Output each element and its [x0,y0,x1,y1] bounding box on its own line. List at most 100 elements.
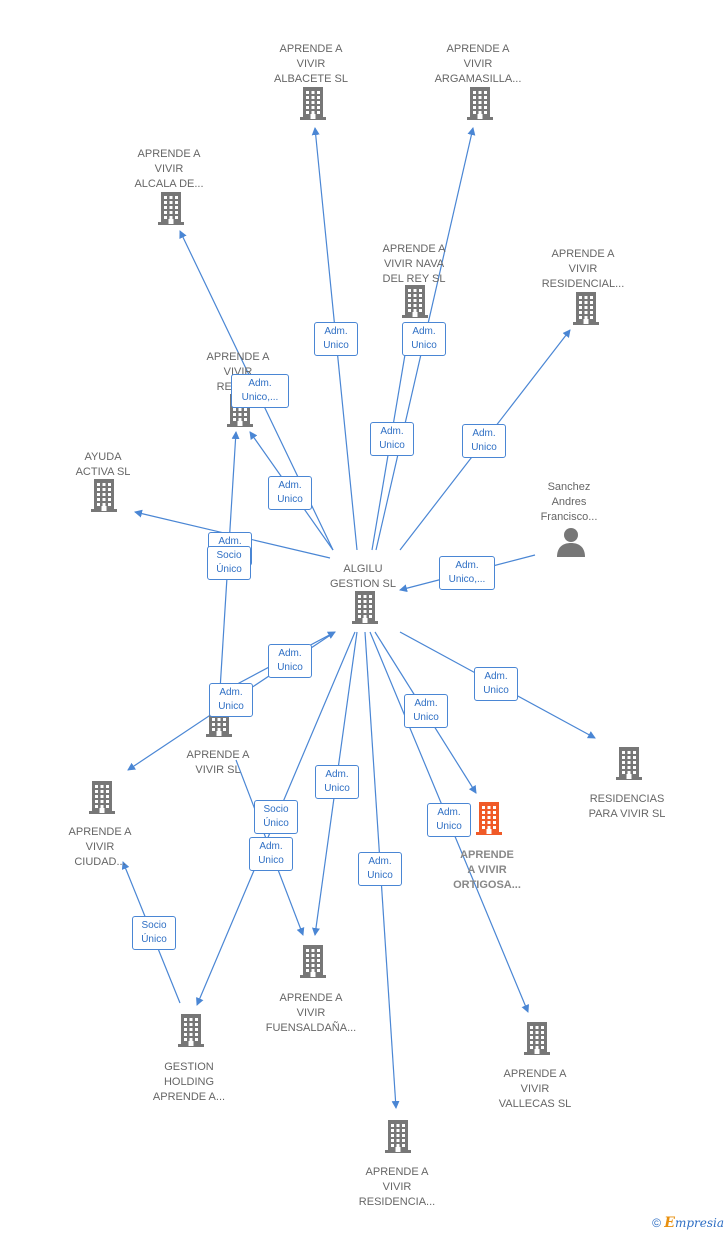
edge-label-algilu-to-resid[interactable]: Adm. Unico [268,476,312,510]
building-icon[interactable] [293,941,333,981]
edge-label-line: Unico [471,442,497,453]
edge-label-algilu-to-ciudad[interactable]: Adm. Unico [268,644,312,678]
node-label-gestion[interactable]: GESTION HOLDING APRENDE A... [114,1060,264,1105]
edge-label-algilu-to-residencia[interactable]: Adm.Unico [358,852,402,886]
node-label-nava[interactable]: APRENDE A VIVIR NAVA DEL REY SL [339,242,489,287]
node-label-alcala[interactable]: APRENDE A VIVIR ALCALA DE... [94,147,244,192]
edge-label-algilu-to-nava[interactable]: Adm.Unico [370,422,414,456]
building-icon[interactable] [566,288,606,328]
building-icon[interactable] [84,475,124,515]
edge-label-algilu-to-argamasilla[interactable]: Adm.Unico [402,322,446,356]
node-label-aprende_sl[interactable]: APRENDE A VIVIR SL [143,748,293,778]
building-icon[interactable] [293,83,333,123]
node-label-line: Andres [551,496,587,508]
node-label-line: APRENDE A [68,826,132,838]
edge-label-line: Adm. [278,648,302,659]
node-label-line: HOLDING [163,1076,215,1088]
node-label-line: APRENDE A... [152,1091,226,1103]
node-label-line: ACTIVA SL [75,466,131,478]
building-icon[interactable] [517,1018,557,1058]
edge-label-algilu-to-ortigosa[interactable]: Adm.Unico [404,694,448,728]
node-label-line: ALGILU [343,563,383,575]
edge-label-line: Adm. [414,698,438,709]
node-label-line: ORTIGOSA... [453,879,521,891]
node-label-line: ALCALA DE... [134,178,204,190]
building-icon[interactable] [460,83,500,123]
building-icon[interactable] [609,743,649,783]
edge-label-line: Adm. [325,769,349,780]
node-label-line: RESIDENCIA... [358,1196,436,1208]
node-label-line: GESTION [164,1061,214,1073]
edge-label-algilu-to-alcala[interactable]: Adm.Unico,... [231,374,289,408]
edge-label-line: Socio [141,920,167,931]
node-label-line: ALBACETE SL [274,73,348,85]
node-label-line: VIVIR [154,163,184,175]
person-icon[interactable] [551,523,591,563]
node-label-line: APRENDE A [279,992,343,1004]
edge-label-algilu-to-residencial[interactable]: Adm.Unico [462,424,506,458]
node-label-albacete[interactable]: APRENDE A VIVIR ALBACETE SL [236,42,386,87]
brand-logo: Empresia [664,1215,724,1231]
edge-label-aprende_sl-to-algilu[interactable]: Adm.Unico [209,683,253,717]
edge-label-line: Unico,... [241,392,279,403]
edge-label-line: Unico [277,662,303,673]
edge-label-algilu-to-residencias[interactable]: Adm.Unico [474,667,518,701]
building-icon[interactable] [171,1010,211,1050]
building-icon[interactable] [378,1116,418,1156]
edge-label-line: Unico [436,821,462,832]
node-label-line: APRENDE A [382,243,446,255]
edge-label-line: Unico,... [448,574,486,585]
edge-label-line: Unico [367,870,393,881]
edge-label-algilu-to-fuensaldana[interactable]: Adm.Unico [315,765,359,799]
edge-label-line: Unico [323,340,349,351]
node-label-line: APRENDE A [279,43,343,55]
edge-label-line: Adm. [484,671,508,682]
node-label-line: VIVIR SL [195,764,241,776]
node-label-line: VIVIR [568,263,598,275]
building-icon[interactable] [395,281,435,321]
node-label-line: RESIDENCIAL... [541,278,625,290]
node-label-line: PARA VIVIR SL [588,808,666,820]
node-label-line: VIVIR [296,58,326,70]
edge-label-aprende_sl-to-fuensaldana[interactable]: Adm.Unico [249,837,293,871]
node-label-line: APRENDE A [186,749,250,761]
edge-label-line: Adm. [437,807,461,818]
building-icon[interactable] [151,188,191,228]
edge-label-sanchez-to-algilu[interactable]: Adm.Unico,... [439,556,495,590]
node-label-line: VIVIR [296,1007,326,1019]
edge-label-line: Unico [277,494,303,505]
edge-label-line: Único [216,564,242,575]
node-label-line: APRENDE A [206,351,270,363]
edge-label-line: Adm. [278,480,302,491]
building-icon[interactable] [469,798,509,838]
node-label-line: Francisco... [540,511,598,523]
brand-footer[interactable]: © Empresia [652,1215,724,1231]
node-label-line: DEL REY SL [382,273,446,285]
copyright-symbol: © [652,1216,661,1230]
building-icon[interactable] [82,777,122,817]
edge-label-algilu-to-vallecas[interactable]: Adm. Unico [427,803,471,837]
node-label-line: APRENDE [460,849,514,861]
edge-label-algilu-to-albacete[interactable]: Adm. Unico [314,322,358,356]
node-label-line: APRENDE A [503,1068,567,1080]
edge-label-line: Único [141,934,167,945]
edge-label-line: Unico [379,440,405,451]
edge-label-line: Adm. [324,326,348,337]
node-label-line: VIVIR NAVA [383,258,445,270]
building-icon[interactable] [345,587,385,627]
node-label-line: APRENDE A [137,148,201,160]
